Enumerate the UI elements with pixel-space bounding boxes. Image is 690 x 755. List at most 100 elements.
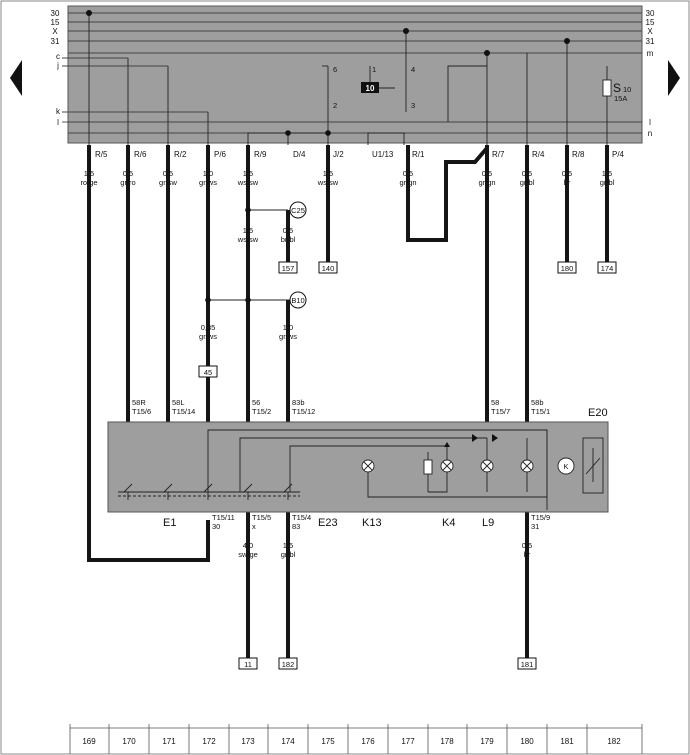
relay-number: 10 — [366, 84, 375, 93]
ref-180: 180 — [561, 264, 574, 273]
component-l9: L9 — [482, 517, 494, 529]
svg-text:0,5: 0,5 — [403, 169, 413, 178]
component-pin-labels-bottom: T15/11 30 T15/5 x T15/4 83 T15/9 31 — [212, 513, 550, 531]
svg-text:1,5: 1,5 — [323, 169, 333, 178]
previous-page-arrow-icon[interactable] — [10, 60, 22, 96]
contact-3-label: 3 — [411, 101, 415, 110]
bus-label-c: c — [56, 52, 60, 61]
component-k13: K13 — [362, 517, 382, 529]
relay-contacts: 6 1 2 4 3 10 S 10 15A — [333, 65, 631, 110]
bus-label-j: j — [56, 61, 59, 70]
pin-label-d4: D/4 — [293, 150, 306, 159]
svg-text:83: 83 — [292, 522, 300, 531]
svg-text:0,5: 0,5 — [562, 169, 572, 178]
bus-label-30-left: 30 — [51, 9, 60, 18]
ref-174: 174 — [601, 264, 614, 273]
svg-text:1,5: 1,5 — [243, 226, 253, 235]
svg-text:0,5: 0,5 — [163, 169, 173, 178]
component-e23: E23 — [318, 517, 338, 529]
svg-text:ro/ge: ro/ge — [80, 178, 97, 187]
bus-label-l-right: l — [649, 118, 651, 127]
relay-panel — [67, 5, 643, 144]
svg-text:56: 56 — [252, 398, 260, 407]
svg-text:gr/bl: gr/bl — [281, 550, 296, 559]
ref-157: 157 — [282, 264, 295, 273]
track-179: 179 — [480, 737, 494, 746]
svg-text:ws/sw: ws/sw — [237, 178, 259, 187]
pin-label-p4: P/4 — [612, 150, 625, 159]
svg-text:gr/bl: gr/bl — [600, 178, 615, 187]
pin-label-r2: R/2 — [174, 150, 187, 159]
svg-text:T15/7: T15/7 — [491, 407, 510, 416]
track-182: 182 — [607, 737, 621, 746]
current-track-ruler: 169 170 171 172 173 174 175 176 177 178 … — [69, 724, 643, 754]
component-pin-labels-top: 58R T15/6 58L T15/14 56 T15/2 83b T15/12… — [132, 398, 550, 416]
svg-text:30: 30 — [212, 522, 220, 531]
bus-labels-right: 30 15 X 31 m l n — [646, 9, 655, 138]
reference-boxes: 157 140 180 174 45 11 182 181 — [198, 261, 617, 670]
svg-text:gr/gn: gr/gn — [478, 178, 495, 187]
svg-text:T15/14: T15/14 — [172, 407, 195, 416]
svg-text:58: 58 — [491, 398, 499, 407]
contact-4-label: 4 — [411, 65, 415, 74]
pin-label-r4: R/4 — [532, 150, 545, 159]
bus-label-x-right: X — [647, 27, 653, 36]
svg-text:0,5: 0,5 — [283, 226, 293, 235]
junction-b10-icon — [289, 291, 307, 309]
relay-number-box — [361, 82, 379, 93]
svg-text:x: x — [252, 522, 256, 531]
pin-label-r9: R/9 — [254, 150, 267, 159]
svg-text:1,0: 1,0 — [283, 323, 293, 332]
svg-text:T15/2: T15/2 — [252, 407, 271, 416]
junction-c25-icon — [289, 201, 307, 219]
pin-label-j2: J/2 — [333, 150, 344, 159]
svg-text:1,5: 1,5 — [84, 169, 94, 178]
svg-text:58b: 58b — [531, 398, 544, 407]
svg-text:gr/sw: gr/sw — [159, 178, 178, 187]
ref-181: 181 — [521, 660, 534, 669]
fuse-icon — [602, 79, 612, 97]
bus-label-x-left: X — [52, 27, 58, 36]
svg-text:83b: 83b — [292, 398, 305, 407]
junction-c25-label: C25 — [291, 206, 305, 215]
ref-45: 45 — [204, 368, 212, 377]
next-page-arrow-icon[interactable] — [668, 60, 680, 96]
bus-label-m: m — [647, 49, 654, 58]
contact-2-label: 2 — [333, 101, 337, 110]
contact-1-label: 1 — [372, 65, 376, 74]
bus-label-15-right: 15 — [646, 18, 655, 27]
svg-text:T15/12: T15/12 — [292, 407, 315, 416]
wire-spec-labels: 1,5 ro/ge 0,5 gr/ro 0,5 gr/sw 1,0 gr/ws … — [80, 169, 614, 559]
bus-label-30-right: 30 — [646, 9, 655, 18]
track-175: 175 — [321, 737, 335, 746]
svg-text:br/bl: br/bl — [281, 235, 296, 244]
track-177: 177 — [401, 737, 415, 746]
bus-label-l-left: l — [57, 118, 59, 127]
pin-label-r6: R/6 — [134, 150, 147, 159]
svg-text:T15/9: T15/9 — [531, 513, 550, 522]
svg-text:br: br — [564, 178, 571, 187]
svg-text:58R: 58R — [132, 398, 146, 407]
svg-text:T15/11: T15/11 — [212, 513, 235, 522]
svg-text:58L: 58L — [172, 398, 185, 407]
pin-label-r1: R/1 — [412, 150, 425, 159]
track-169: 169 — [82, 737, 96, 746]
track-180: 180 — [520, 737, 534, 746]
fuse-number: 10 — [623, 85, 631, 94]
ref-182: 182 — [282, 660, 295, 669]
connector-pin-labels: R/5 R/6 R/2 P/6 R/9 D/4 J/2 U1/13 R/1 R/… — [95, 150, 625, 159]
svg-text:1,5: 1,5 — [243, 169, 253, 178]
pin-label-r8: R/8 — [572, 150, 585, 159]
bus-lines — [62, 12, 642, 134]
track-176: 176 — [361, 737, 375, 746]
component-internals: K — [118, 429, 604, 510]
svg-text:T15/5: T15/5 — [252, 513, 271, 522]
bus-label-k: k — [56, 107, 61, 116]
component-k4: K4 — [442, 517, 455, 529]
bus-label-15-left: 15 — [51, 18, 60, 27]
bus-label-31-left: 31 — [51, 37, 60, 46]
svg-text:0,5: 0,5 — [522, 169, 532, 178]
component-e1: E1 — [163, 517, 176, 529]
track-172: 172 — [202, 737, 216, 746]
